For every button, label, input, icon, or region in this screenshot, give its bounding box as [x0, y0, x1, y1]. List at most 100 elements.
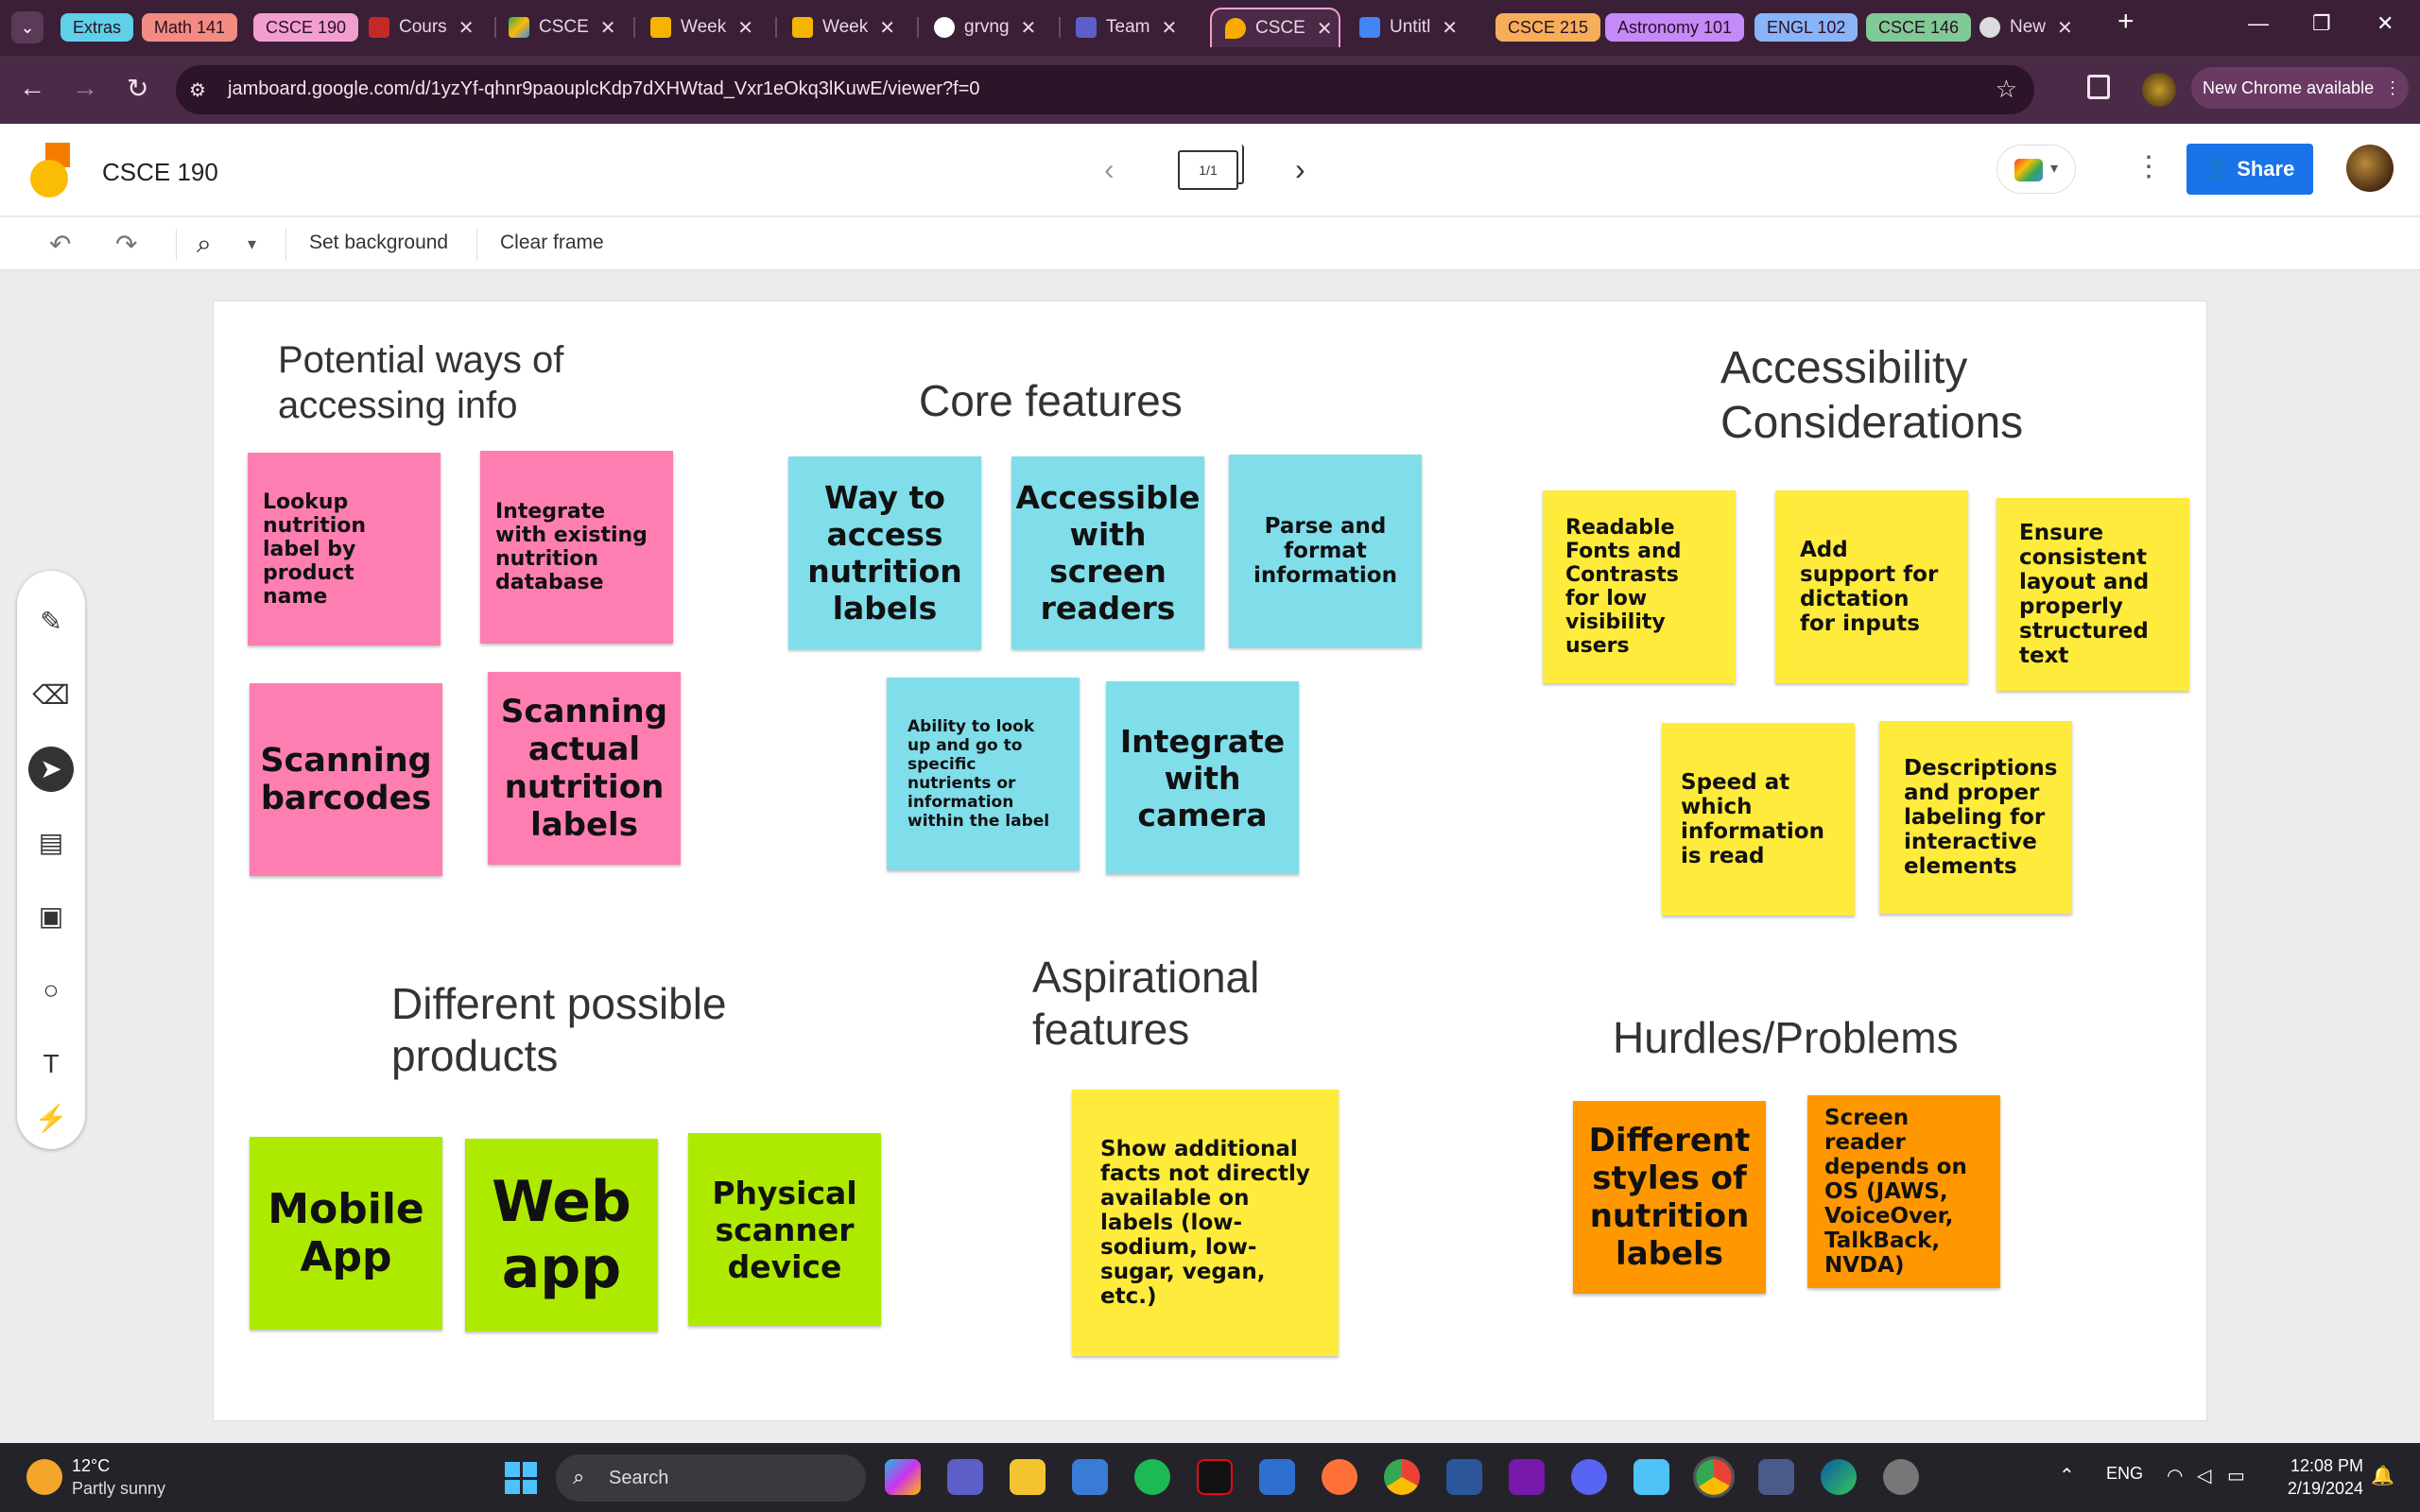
file-explorer-icon[interactable]	[1010, 1459, 1046, 1495]
heading-hurdles[interactable]: Hurdles/Problems	[1613, 1013, 1959, 1062]
sticky-note[interactable]: Ensure consistent layout and properly st…	[1996, 498, 2189, 691]
discord-icon[interactable]	[1571, 1459, 1607, 1495]
close-tab-icon[interactable]: ✕	[1020, 17, 1037, 39]
sticky-note[interactable]: Integrate with camera	[1106, 681, 1299, 874]
user-avatar[interactable]	[2346, 145, 2394, 192]
sticky-note[interactable]: Readable Fonts and Contrasts for low vis…	[1543, 490, 1736, 683]
tab-group-extras[interactable]: Extras	[60, 13, 134, 42]
reload-button[interactable]: ↻	[127, 74, 149, 103]
sticky-note[interactable]: Ability to look up and go to specific nu…	[887, 678, 1080, 870]
browser-tab[interactable]: Week ✕	[650, 8, 769, 47]
sticky-note[interactable]: Web app	[465, 1139, 658, 1332]
restore-button[interactable]: ❐	[2312, 11, 2331, 35]
tab-group-csce-190[interactable]: CSCE 190	[253, 13, 359, 42]
laser-icon[interactable]: ⚡	[34, 1104, 68, 1133]
onenote-icon[interactable]	[1509, 1459, 1545, 1495]
volume-icon[interactable]: ◁	[2197, 1466, 2212, 1486]
windows-start-icon[interactable]	[505, 1462, 537, 1494]
new-chrome-available-button[interactable]: New Chrome available ⋮	[2191, 67, 2409, 109]
sticky-note-icon[interactable]: ▤	[38, 828, 64, 857]
chevron-up-icon[interactable]: ⌃	[2059, 1466, 2075, 1486]
browser-tab[interactable]: grvng ✕	[934, 8, 1038, 47]
browser-tab[interactable]: CSCE ✕	[509, 8, 627, 47]
sticky-note[interactable]: Speed at which information is read	[1662, 723, 1855, 916]
zoom-dropdown-chevron-icon[interactable]: ▾	[248, 234, 257, 253]
sticky-note[interactable]: Integrate with existing nutrition databa…	[480, 451, 673, 644]
clear-frame-button[interactable]: Clear frame	[500, 232, 604, 253]
settings-gear-icon[interactable]	[1883, 1459, 1919, 1495]
clock[interactable]: 12:08 PM 2/19/2024	[2288, 1454, 2363, 1500]
copilot-icon[interactable]	[885, 1459, 921, 1495]
text-box-icon[interactable]: T	[43, 1049, 60, 1078]
meet-button[interactable]: ▾	[1996, 145, 2076, 194]
heading-aspirational[interactable]: Aspirational features	[1032, 953, 1260, 1055]
tab-group-csce-215[interactable]: CSCE 215	[1495, 13, 1601, 42]
chrome-active-icon[interactable]	[1693, 1456, 1735, 1498]
site-info-icon[interactable]: ⚙	[189, 80, 206, 101]
sticky-note[interactable]: Way to access nutrition labels	[788, 456, 981, 649]
browser-tab-active[interactable]: CSCE ✕	[1210, 8, 1340, 47]
wifi-icon[interactable]: ◠	[2167, 1466, 2184, 1486]
defender-icon[interactable]	[1259, 1459, 1295, 1495]
side-panel-icon[interactable]	[2087, 75, 2110, 99]
chrome-profile-avatar[interactable]	[2142, 73, 2176, 107]
undo-icon[interactable]: ↶	[49, 230, 72, 259]
close-tab-icon[interactable]: ✕	[1442, 17, 1459, 39]
spotify-icon[interactable]	[1134, 1459, 1170, 1495]
chrome-menu-icon[interactable]: ⋮	[2384, 78, 2401, 97]
next-frame-button[interactable]: ›	[1295, 152, 1305, 186]
heading-accessibility[interactable]: Accessibility Considerations	[1720, 343, 2024, 448]
battery-icon[interactable]: ▭	[2227, 1466, 2245, 1486]
zoom-icon[interactable]: ⌕	[197, 229, 212, 258]
redo-icon[interactable]: ↷	[115, 230, 138, 259]
browser-tab[interactable]: Untitl ✕	[1359, 8, 1478, 47]
tab-group-math-141[interactable]: Math 141	[142, 13, 238, 42]
sticky-note[interactable]: Show additional facts not directly avail…	[1072, 1090, 1339, 1356]
sticky-note[interactable]: Scanning barcodes	[250, 683, 442, 876]
image-icon[interactable]: ▣	[38, 902, 64, 931]
close-tab-icon[interactable]: ✕	[2057, 17, 2073, 39]
sticky-note[interactable]: Lookup nutrition label by product name	[248, 453, 441, 645]
url-text[interactable]: jamboard.google.com/d/1yzYf-qhnr9paouplc…	[228, 78, 980, 99]
forward-button[interactable]: →	[72, 73, 98, 102]
circle-shape-icon[interactable]: ○	[43, 975, 60, 1005]
weather-sun-icon[interactable]	[26, 1459, 62, 1495]
sticky-note[interactable]: Screen reader depends on OS (JAWS, Voice…	[1807, 1095, 2000, 1288]
chrome-icon[interactable]	[1384, 1459, 1420, 1495]
sticky-note[interactable]: Different styles of nutrition labels	[1573, 1101, 1766, 1294]
back-button[interactable]: ←	[19, 73, 45, 102]
sticky-note[interactable]: Parse and format information	[1229, 455, 1422, 647]
close-tab-icon[interactable]: ✕	[599, 17, 616, 39]
taskbar-search[interactable]: ⌕ Search	[556, 1454, 866, 1502]
close-tab-icon[interactable]: ✕	[1161, 17, 1178, 39]
notification-bell-icon[interactable]: 🔔	[2371, 1466, 2394, 1486]
sticky-note[interactable]: Scanning actual nutrition labels	[488, 672, 681, 865]
heading-ways-of-accessing[interactable]: Potential ways of accessing info	[278, 339, 564, 426]
firefox-icon[interactable]	[1322, 1459, 1357, 1495]
jam-canvas[interactable]: Potential ways of accessing info Core fe…	[213, 301, 2207, 1421]
close-tab-icon[interactable]: ✕	[458, 17, 475, 39]
heading-products[interactable]: Different possible products	[391, 979, 727, 1081]
edge-icon[interactable]	[1821, 1459, 1857, 1495]
select-cursor-icon[interactable]: ➤	[28, 747, 74, 792]
teams-icon[interactable]	[947, 1459, 983, 1495]
sticky-note[interactable]: Descriptions and proper labeling for int…	[1879, 721, 2072, 914]
app-icon[interactable]	[1758, 1459, 1794, 1495]
browser-tab[interactable]: Cours ✕	[369, 8, 487, 47]
eraser-icon[interactable]: ⌫	[32, 680, 70, 710]
close-window-button[interactable]: ✕	[2377, 11, 2394, 35]
jam-title[interactable]: CSCE 190	[102, 158, 218, 186]
close-tab-icon[interactable]: ✕	[879, 17, 895, 39]
notepad-icon[interactable]	[1634, 1459, 1669, 1495]
close-tab-icon[interactable]: ✕	[737, 17, 753, 39]
set-background-button[interactable]: Set background	[309, 232, 449, 253]
minimize-button[interactable]: —	[2248, 11, 2269, 35]
pen-icon[interactable]: ✎	[40, 607, 62, 636]
frame-bar-button[interactable]: 1/1	[1178, 150, 1238, 190]
tab-group-engl-102[interactable]: ENGL 102	[1754, 13, 1858, 42]
address-bar[interactable]: ⚙ jamboard.google.com/d/1yzYf-qhnr9paoup…	[176, 65, 2034, 114]
sticky-note[interactable]: Physical scanner device	[688, 1133, 881, 1326]
share-button[interactable]: 👤 Share	[2187, 144, 2313, 195]
sticky-note[interactable]: Accessible with screen readers	[1011, 456, 1204, 649]
word-icon[interactable]	[1446, 1459, 1482, 1495]
